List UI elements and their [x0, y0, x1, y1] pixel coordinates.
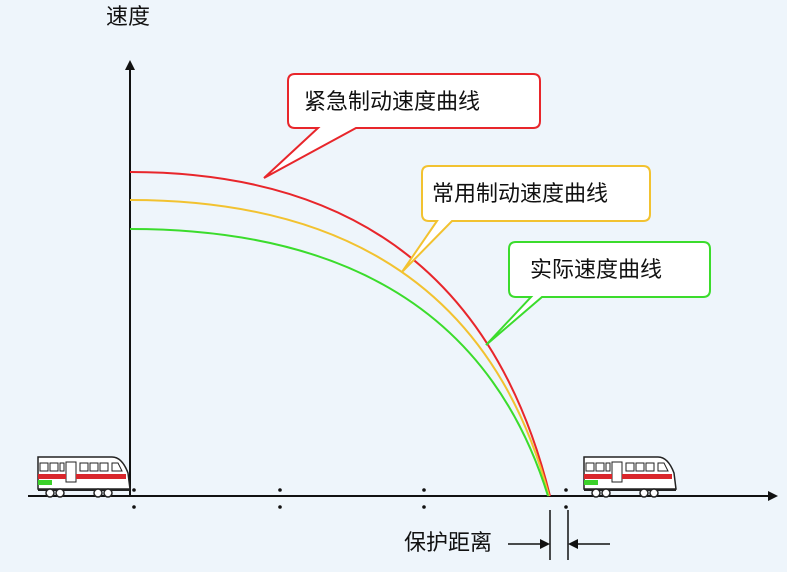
service-braking-curve	[129, 199, 550, 497]
callout-service-text: 常用制动速度曲线	[432, 182, 608, 207]
train-icon-right	[583, 456, 677, 498]
train-icon-left	[37, 456, 131, 498]
actual-speed-curve	[129, 228, 549, 497]
y-axis-label: 速度	[106, 5, 150, 30]
callout-actual-text: 实际速度曲线	[530, 258, 662, 283]
axis-tick-dots	[132, 488, 568, 509]
callout-emergency: 紧急制动速度曲线	[263, 73, 541, 179]
protection-distance: 保护距离	[404, 510, 610, 560]
emergency-braking-curve	[129, 171, 551, 497]
callout-service: 常用制动速度曲线	[401, 165, 651, 273]
protection-distance-label: 保护距离	[404, 531, 492, 556]
callout-actual: 实际速度曲线	[485, 241, 711, 346]
callout-emergency-text: 紧急制动速度曲线	[304, 90, 480, 115]
